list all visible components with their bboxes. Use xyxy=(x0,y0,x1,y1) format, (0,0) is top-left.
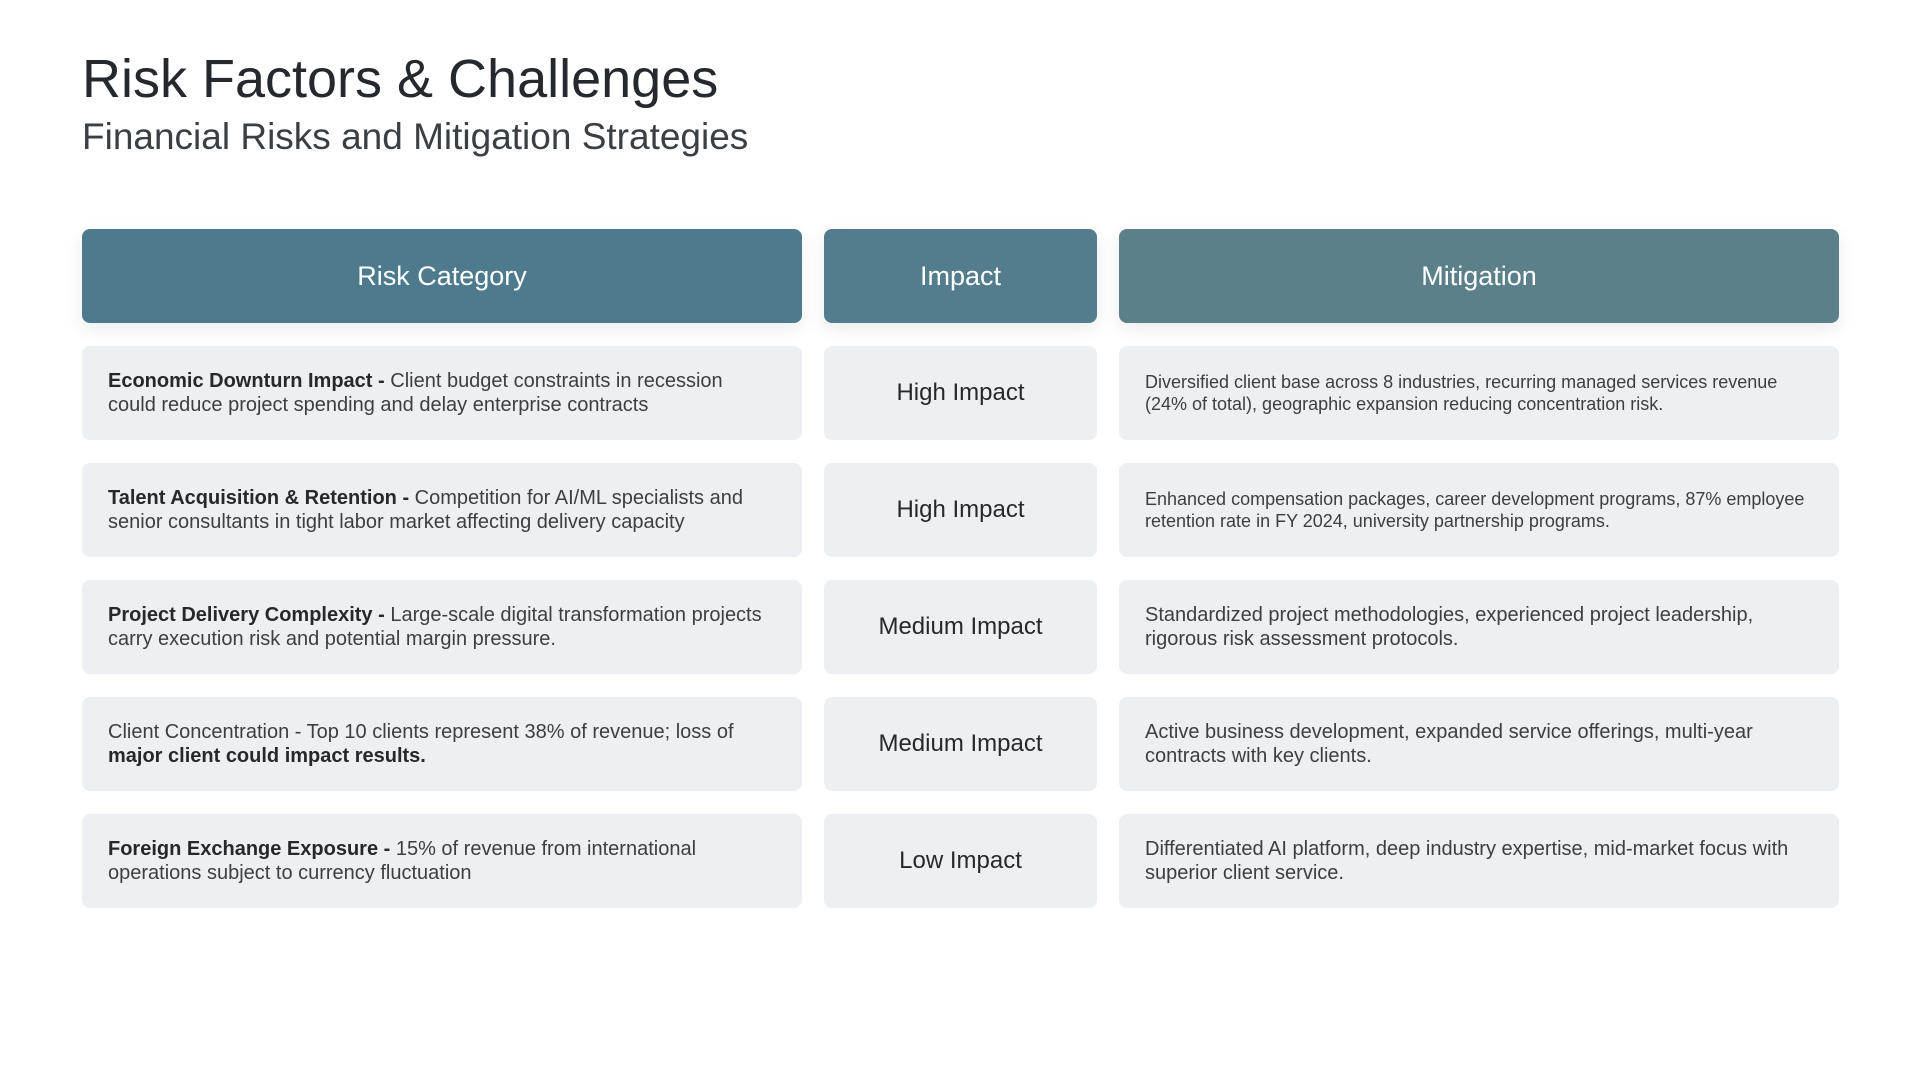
risk-category-cell: Project Delivery Complexity - Large-scal… xyxy=(82,580,802,674)
header-risk-category: Risk Category xyxy=(82,229,802,323)
risk-title: major client could impact results. xyxy=(108,745,426,767)
risk-category-cell: Economic Downturn Impact - Client budget… xyxy=(82,346,802,440)
impact-cell: Medium Impact xyxy=(824,697,1097,791)
impact-cell: Low Impact xyxy=(824,814,1097,908)
mitigation-cell: Standardized project methodologies, expe… xyxy=(1119,580,1839,674)
risk-description: Client Concentration - Top 10 clients re… xyxy=(108,721,734,743)
header-impact: Impact xyxy=(824,229,1097,323)
impact-cell: Medium Impact xyxy=(824,580,1097,674)
risk-title: Project Delivery Complexity - xyxy=(108,604,391,626)
risk-description: Large-scale digital transformation proje… xyxy=(108,604,762,650)
risk-description: Competition for AI/ML specialists and se… xyxy=(108,487,743,533)
risk-description: 15% of revenue from international operat… xyxy=(108,838,697,884)
risk-title: Talent Acquisition & Retention - xyxy=(108,487,415,509)
mitigation-cell: Active business development, expanded se… xyxy=(1119,697,1839,791)
risk-category-cell: Talent Acquisition & Retention - Competi… xyxy=(82,463,802,557)
page-subtitle: Financial Risks and Mitigation Strategie… xyxy=(82,116,749,157)
risk-category-cell: Client Concentration - Top 10 clients re… xyxy=(82,697,802,791)
mitigation-cell: Enhanced compensation packages, career d… xyxy=(1119,463,1839,557)
page-title: Risk Factors & Challenges xyxy=(82,49,719,109)
risk-description: Client budget constraints in recession c… xyxy=(108,370,723,416)
impact-cell: High Impact xyxy=(824,463,1097,557)
mitigation-cell: Diversified client base across 8 industr… xyxy=(1119,346,1839,440)
impact-cell: High Impact xyxy=(824,346,1097,440)
risk-category-cell: Foreign Exchange Exposure - 15% of reven… xyxy=(82,814,802,908)
risk-table: Risk Category Impact Mitigation Economic… xyxy=(82,229,1839,908)
mitigation-cell: Differentiated AI platform, deep industr… xyxy=(1119,814,1839,908)
risk-title: Economic Downturn Impact - xyxy=(108,370,391,392)
risk-title: Foreign Exchange Exposure - xyxy=(108,838,396,860)
header-mitigation: Mitigation xyxy=(1119,229,1839,323)
